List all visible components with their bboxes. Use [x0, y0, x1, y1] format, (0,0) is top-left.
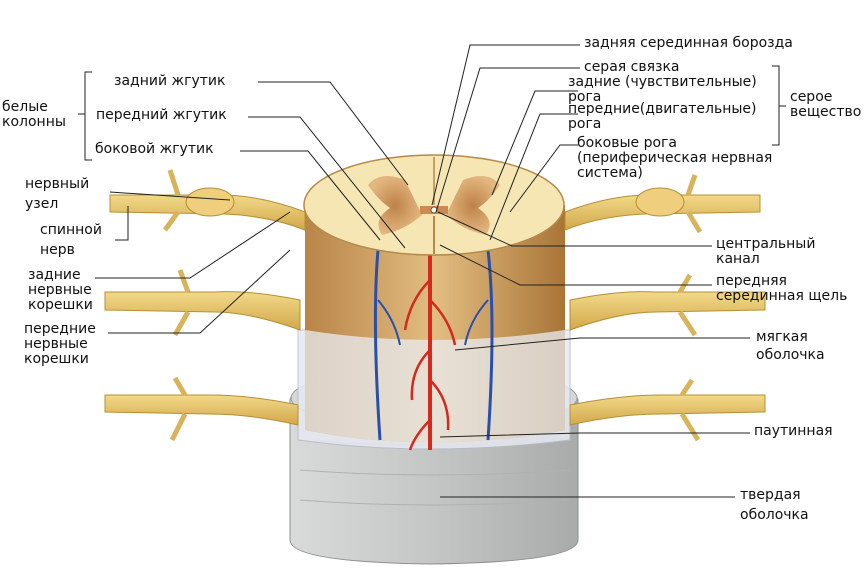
label-posterior-horns: задние (чувствительные) рога [568, 74, 757, 105]
label-posterior-roots: задние нервные корешки [28, 267, 93, 313]
label-arachnoid: паутинная [754, 423, 833, 439]
leader-lines [95, 44, 750, 498]
label-posterior-funiculus: задний жгутик [114, 73, 226, 89]
label-anterior-funiculus: передний жгутик [96, 107, 227, 123]
label-anterior-horns: передние(двигательные) рога [568, 101, 757, 132]
nerve-lower-right [569, 378, 766, 442]
white-columns-bracket [78, 71, 92, 161]
label-posterior-median-sulcus: задняя серединная борозда [584, 35, 793, 51]
label-gray-matter: серое вещество [790, 89, 862, 120]
cord-cross-section [303, 154, 565, 256]
label-spinal-nerve: спинной нерв [40, 222, 102, 258]
nerve-lower-left [104, 376, 299, 442]
label-lateral-funiculus: боковой жгутик [95, 141, 214, 157]
label-pia-mater: мягкая оболочка [756, 329, 825, 363]
spinal-cord-body [305, 205, 565, 451]
label-gray-commissure: серая связка [584, 59, 680, 75]
label-lateral-horns: боковые рога (периферическая нервная сис… [577, 135, 773, 181]
nerve-middle-right [569, 273, 766, 337]
label-anterior-median-fissure: передняя серединная щель [716, 273, 848, 304]
nerve-upper-right [564, 174, 761, 234]
label-anterior-roots: передние нервные корешки [24, 321, 96, 367]
label-white-columns: белые колонны [2, 99, 66, 130]
label-nerve-ganglion: нервный узел [25, 176, 90, 212]
label-dura-mater: твердая оболочка [740, 487, 809, 523]
nerve-upper-left [109, 169, 306, 232]
gray-matter-bracket [772, 65, 786, 146]
label-central-canal: центральный канал [716, 236, 816, 267]
nerve-middle-left [104, 269, 301, 337]
